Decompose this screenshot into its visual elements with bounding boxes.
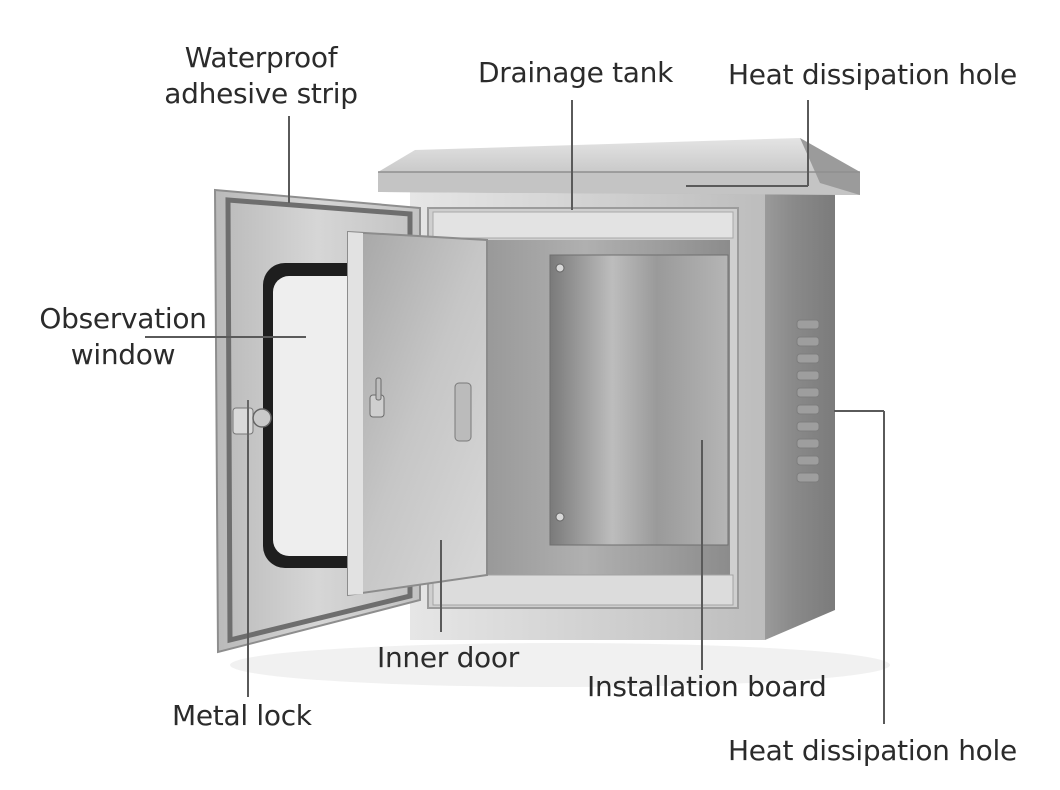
label-observation-window: Observation window [28,301,218,373]
label-text: Inner door [377,641,519,674]
waterproof-adhesive-strip [225,197,413,644]
observation-window-glass [273,276,365,556]
label-line: Observation [39,302,207,335]
label-text: Metal lock [172,699,312,732]
label-installation-board: Installation board [587,669,827,705]
label-inner-door: Inner door [377,640,519,676]
label-line: adhesive strip [164,77,358,110]
drainage-tank [432,211,734,239]
leader-lines [145,100,885,724]
label-heat-dissipation-hole-top: Heat dissipation hole [728,57,1017,93]
installation-board [549,254,729,546]
label-line: Waterproof [184,41,338,74]
label-text: Heat dissipation hole [728,58,1017,91]
label-text: Installation board [587,670,827,703]
label-drainage-tank: Drainage tank [478,55,673,91]
label-text: Drainage tank [478,56,674,89]
label-line: window [70,338,176,371]
label-metal-lock: Metal lock [172,698,312,734]
metal-lock [232,400,272,440]
label-text: Heat dissipation hole [728,734,1017,767]
heat-dissipation-louvers [796,319,820,483]
label-waterproof-adhesive-strip: Waterproof adhesive strip [156,40,366,112]
inner-door-latch [369,377,385,418]
label-heat-dissipation-hole-side: Heat dissipation hole [728,733,1017,769]
